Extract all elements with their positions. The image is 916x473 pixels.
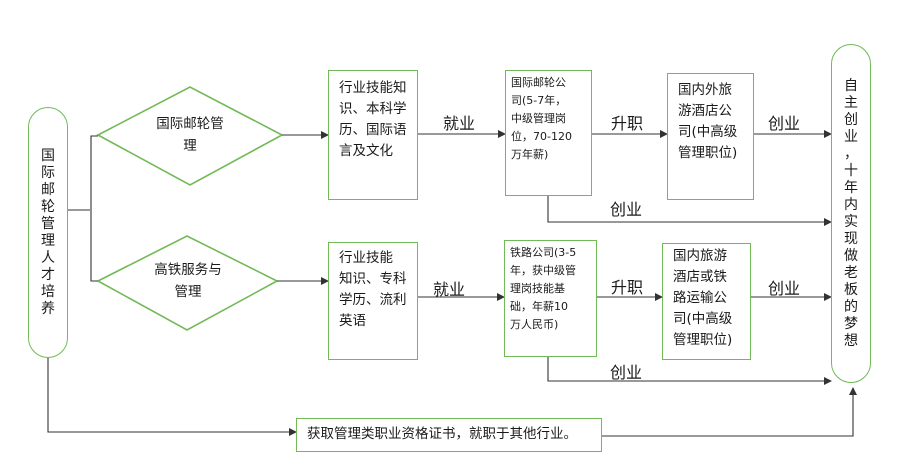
arrow-certificate-to-goal <box>602 387 857 437</box>
label-employment-1: 就业 <box>443 114 476 133</box>
root-char: 邮 <box>41 181 55 198</box>
skills-cruise-text: 行业技能知识、本科学历、国际语言及文化 <box>328 78 418 162</box>
arrow-startup-direct-1 <box>547 196 832 226</box>
goal-char: 做 <box>844 247 858 264</box>
goal-char: 想 <box>844 332 858 349</box>
skills-line: 行业技能知 <box>339 80 407 96</box>
brace-connector <box>90 135 98 282</box>
root-char: 管 <box>41 215 55 232</box>
company-line: 铁路公司(3-5 <box>510 246 577 259</box>
root-char: 培 <box>41 283 55 300</box>
manager-line: 酒店或铁 <box>673 269 727 285</box>
goal-char: 内 <box>844 196 858 213</box>
label-employment-2: 就业 <box>433 280 466 299</box>
company-line: 司(5-7年， <box>511 94 567 107</box>
label-promotion-1: 升职 <box>611 114 644 133</box>
goal-char: 十 <box>844 162 858 179</box>
root-char: 养 <box>41 300 55 317</box>
goal-char: 梦 <box>844 315 858 332</box>
goal-char: ， <box>844 145 858 162</box>
label-startup-direct-2: 创业 <box>610 363 643 382</box>
goal-char: 创 <box>844 111 858 128</box>
manager-line: 司(中高级 <box>673 311 733 327</box>
skills-rail-text: 行业技能知识、专科学历、流利英语 <box>328 248 418 332</box>
root-char: 轮 <box>41 198 55 215</box>
goal-node <box>831 44 871 383</box>
goal-char: 自 <box>844 77 858 94</box>
label-startup-manager-2: 创业 <box>768 279 801 298</box>
label-promotion-2: 升职 <box>611 278 644 297</box>
manager-line: 游酒店公 <box>678 103 732 119</box>
manager-line: 司(中高级 <box>678 124 738 140</box>
skills-line: 学历、流利 <box>339 292 407 308</box>
skills-line: 知识、专科 <box>339 271 407 287</box>
skills-line: 历、国际语 <box>339 122 407 138</box>
arrow-root-to-certificate <box>47 357 297 436</box>
goal-char: 板 <box>844 281 858 298</box>
company-box-rail <box>504 240 597 357</box>
company-line: 中级管理岗 <box>511 112 566 125</box>
root-node <box>28 107 68 358</box>
manager-cruise-text: 国内外旅游酒店公司(中高级管理职位) <box>667 80 754 164</box>
manager-line: 管理职位) <box>673 332 733 348</box>
diamond-line: 管理 <box>174 284 202 300</box>
skills-box-rail <box>328 242 418 360</box>
skills-line: 行业技能 <box>339 250 393 266</box>
manager-box-rail <box>662 243 751 360</box>
company-line: 础，年薪10 <box>510 300 568 313</box>
root-char: 才 <box>41 266 55 283</box>
diamond-line: 理 <box>183 138 197 154</box>
company-line: 万人民币) <box>510 318 559 331</box>
diamond-line: 国际邮轮管 <box>156 116 224 132</box>
company-rail-text: 铁路公司(3-5 年，获中级管理岗技能基础，年薪10 万人民币) <box>504 244 597 334</box>
company-line: 万年薪) <box>511 148 549 161</box>
manager-line: 路运输公 <box>673 290 727 306</box>
manager-line: 国内外旅 <box>678 82 732 98</box>
arrow-startup-direct-2 <box>547 357 832 385</box>
diamond-line: 高铁服务与 <box>154 262 222 278</box>
company-line: 国际邮轮公 <box>511 76 566 89</box>
goal-char: 实 <box>844 213 858 230</box>
root-char: 理 <box>41 232 55 249</box>
company-box-cruise <box>505 70 592 196</box>
goal-char: 业 <box>844 128 858 145</box>
company-line: 理岗技能基 <box>510 282 565 295</box>
goal-char: 现 <box>844 230 858 247</box>
goal-char: 主 <box>844 94 858 111</box>
manager-box-cruise <box>667 73 754 200</box>
manager-rail-text: 国内旅游酒店或铁路运输公司(中高级管理职位) <box>662 246 751 351</box>
label-startup-direct-1: 创业 <box>610 200 643 219</box>
company-cruise-text: 国际邮轮公司(5-7年， 中级管理岗位，70-120 万年薪) <box>505 74 592 164</box>
goal-char: 的 <box>844 298 858 315</box>
certificate-box: 获取管理类职业资格证书，就职于其他行业。 <box>296 418 602 452</box>
diamond-rail-label: 高铁服务与管理 <box>128 259 248 303</box>
label-startup-manager-1: 创业 <box>768 114 801 133</box>
root-char: 际 <box>41 164 55 181</box>
goal-char: 老 <box>844 264 858 281</box>
company-line: 年，获中级管 <box>510 264 576 277</box>
goal-node-label: 自主创业，十年内实现做老板的梦想 <box>831 44 871 383</box>
skills-line: 识、本科学 <box>339 101 407 117</box>
root-char: 人 <box>41 249 55 266</box>
manager-line: 管理职位) <box>678 145 738 161</box>
skills-box-cruise <box>328 70 418 200</box>
root-node-label: 国际邮轮管理人才培养 <box>28 107 68 358</box>
company-line: 位，70-120 <box>511 130 572 143</box>
root-char: 国 <box>41 147 55 164</box>
goal-char: 年 <box>844 179 858 196</box>
diamond-cruise-label: 国际邮轮管理 <box>130 113 250 157</box>
manager-line: 国内旅游 <box>673 248 727 264</box>
skills-line: 言及文化 <box>339 143 393 159</box>
skills-line: 英语 <box>339 313 366 329</box>
